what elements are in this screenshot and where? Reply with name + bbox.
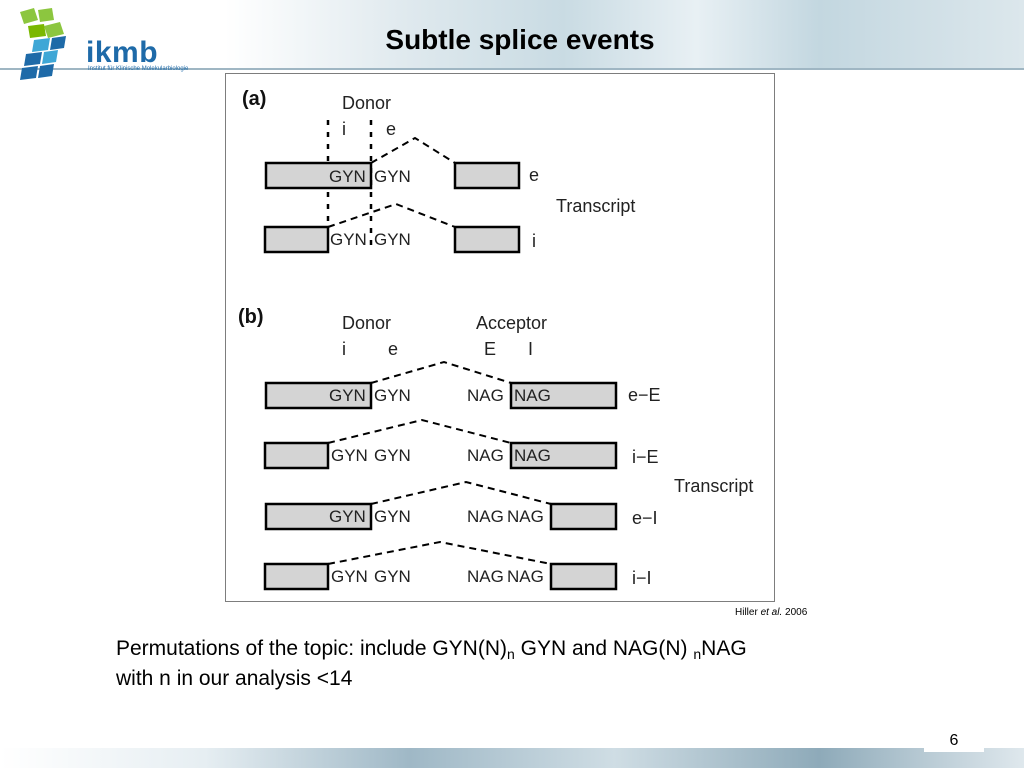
exon-b2-left [263, 441, 330, 470]
ikmb-logo: ikmb Institut für Klinische Molekularbio… [14, 6, 234, 88]
transcript-b2: i−E [632, 447, 659, 467]
body-line-1: Permutations of the topic: include GYN(N… [116, 637, 747, 662]
body-text: Permutations of the topic: include GYN(N… [116, 634, 747, 694]
citation: Hiller et al. 2006 [735, 607, 807, 618]
seq-b1-1: GYN [329, 386, 366, 405]
exon-b1-right [509, 381, 618, 410]
seq-b1-2: GYN [374, 386, 411, 405]
logo-mark-icon [20, 8, 66, 80]
seq-b3-2: GYN [374, 507, 411, 526]
exon-b1-left [264, 381, 373, 410]
panel-b-acceptor-label: Acceptor [476, 313, 547, 333]
seq-b4-3: NAG [467, 567, 504, 586]
panel-b-label: (b) [238, 306, 264, 328]
transcript-a1: e [529, 165, 539, 185]
exon-b2-right [509, 441, 618, 470]
seq-a2-left: GYN [330, 230, 367, 249]
header-banner [0, 0, 1024, 68]
panel-a-donor-label: Donor [342, 93, 391, 113]
intron-b4 [327, 540, 552, 565]
logo-subtitle: Institut für Klinische Molekularbiologie [88, 66, 189, 72]
seq-b2-3: NAG [467, 446, 504, 465]
transcript-b4: i−I [632, 568, 652, 588]
logo-wordmark: ikmb [86, 36, 159, 69]
header-divider [0, 68, 1024, 70]
intron-b2 [327, 418, 512, 444]
seq-a2-right: GYN [374, 230, 411, 249]
seq-b2-4: NAG [514, 446, 551, 465]
seq-b2-2: GYN [374, 446, 411, 465]
seq-b4-2: GYN [374, 567, 411, 586]
seq-b1-3: NAG [467, 386, 504, 405]
citation-author: Hiller [735, 607, 758, 618]
exon-a1-right [453, 161, 521, 190]
citation-year: 2006 [785, 607, 808, 618]
transcript-a2: i [532, 231, 536, 251]
panel-a-transcript-label: Transcript [556, 196, 635, 216]
transcript-b1: e−E [628, 385, 661, 405]
body-line-2: with n in our analysis <14 [116, 667, 353, 690]
panel-b-acceptor-I: I [528, 339, 533, 359]
intron-b3 [370, 480, 552, 505]
page-number-box [924, 728, 984, 752]
page-number: 6 [949, 732, 959, 749]
exon-a2-right [453, 225, 521, 254]
panel-b-transcript-label: Transcript [674, 476, 753, 496]
exon-b3-left [264, 502, 373, 531]
transcript-b3: e−I [632, 508, 658, 528]
seq-a1-right: GYN [374, 167, 411, 186]
panel-b-donor-e: e [388, 339, 398, 359]
exon-b4-left [263, 562, 330, 591]
seq-b3-3: NAG [467, 507, 504, 526]
intron-a2 [327, 202, 456, 228]
seq-b4-1: GYN [331, 567, 368, 586]
seq-b1-4: NAG [514, 386, 551, 405]
footer-banner [0, 748, 1024, 768]
seq-b2-1: GYN [331, 446, 368, 465]
seq-b4-4: NAG [507, 567, 544, 586]
panel-a-label: (a) [242, 88, 266, 110]
exon-a1-left [264, 161, 373, 190]
panel-a-donor-i: i [342, 119, 346, 139]
seq-b3-1: GYN [329, 507, 366, 526]
seq-b3-4: NAG [507, 507, 544, 526]
intron-a1 [370, 136, 456, 164]
citation-etal: et al. [760, 607, 783, 618]
slide-title: Subtle splice events [385, 24, 655, 55]
seq-a1-left: GYN [329, 167, 366, 186]
splice-figure: (a) Donor i e GYN GYN e Transcript GYN G… [225, 73, 775, 602]
panel-b-donor-label: Donor [342, 313, 391, 333]
panel-a-donor-e: e [386, 119, 396, 139]
exon-b3-right [549, 502, 618, 531]
panel-b-acceptor-E: E [484, 339, 496, 359]
panel-b-donor-i: i [342, 339, 346, 359]
splice-diagram-svg: (a) Donor i e GYN GYN e Transcript GYN G… [238, 88, 753, 591]
exon-a2-left [263, 225, 330, 254]
exon-b4-right [549, 562, 618, 591]
intron-b1 [370, 360, 512, 384]
